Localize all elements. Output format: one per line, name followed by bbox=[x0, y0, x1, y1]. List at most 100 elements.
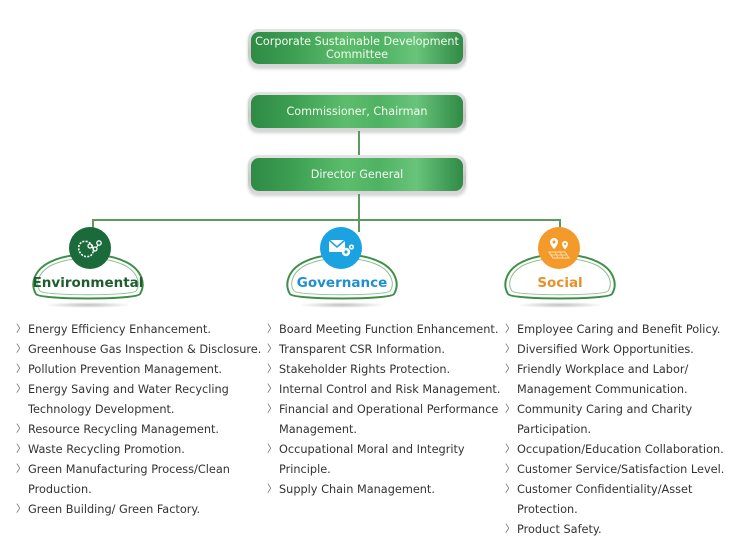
list-item: 〉Employee Caring and Benefit Policy. bbox=[503, 320, 724, 340]
connector-environmental bbox=[92, 219, 94, 231]
list-item-continuation: Protection. bbox=[503, 500, 724, 520]
list-item-text: Protection. bbox=[517, 503, 578, 516]
list-item-continuation: Production. bbox=[14, 480, 261, 500]
chevron-right-icon: 〉 bbox=[16, 444, 26, 455]
list-item-text: Customer Service/Satisfaction Level. bbox=[517, 463, 725, 476]
molecule-leaf-icon bbox=[77, 240, 102, 258]
list-item: 〉Board Meeting Function Enhancement. bbox=[265, 320, 500, 340]
list-item-text: Community Caring and Charity bbox=[517, 403, 693, 416]
list-item: 〉Occupation/Education Collaboration. bbox=[503, 440, 724, 460]
chevron-right-icon: 〉 bbox=[505, 464, 515, 475]
committee-title-line1: Corporate Sustainable Development bbox=[255, 35, 459, 48]
list-item-text: Friendly Workplace and Labor/ bbox=[517, 363, 689, 376]
list-item: 〉Resource Recycling Management. bbox=[14, 420, 261, 440]
commissioner-title: Commissioner, Chairman bbox=[286, 105, 428, 118]
environmental-item-list: 〉Energy Efficiency Enhancement.〉Greenhou… bbox=[14, 320, 261, 520]
chevron-right-icon: 〉 bbox=[16, 464, 26, 475]
list-item: 〉Transparent CSR Information. bbox=[265, 340, 500, 360]
social-icon-circle bbox=[538, 227, 580, 269]
connector-horizontal bbox=[92, 219, 560, 221]
list-item: 〉Community Caring and Charity bbox=[503, 400, 724, 420]
committee-title-line2: Committee bbox=[325, 48, 389, 61]
list-item: 〉Occupational Moral and Integrity bbox=[265, 440, 500, 460]
pillar-environmental: Environmental bbox=[30, 254, 146, 300]
list-item-text: Resource Recycling Management. bbox=[28, 423, 220, 436]
list-item-text: Production. bbox=[28, 483, 92, 496]
chevron-right-icon: 〉 bbox=[16, 424, 26, 435]
list-item: 〉Green Manufacturing Process/Clean bbox=[14, 460, 261, 480]
list-item-text: Participation. bbox=[517, 423, 592, 436]
list-item-text: Waste Recycling Promotion. bbox=[28, 443, 185, 456]
list-item: 〉Friendly Workplace and Labor/ bbox=[503, 360, 724, 380]
list-item: 〉Greenhouse Gas Inspection & Disclosure. bbox=[14, 340, 261, 360]
list-item-text: Transparent CSR Information. bbox=[279, 343, 445, 356]
list-item-continuation: Participation. bbox=[503, 420, 724, 440]
list-item: 〉Green Building/ Green Factory. bbox=[14, 500, 261, 520]
connector-commissioner-director bbox=[358, 131, 360, 155]
chevron-right-icon: 〉 bbox=[16, 324, 26, 335]
director-title: Director General bbox=[310, 168, 404, 181]
social-item-list: 〉Employee Caring and Benefit Policy.〉Div… bbox=[503, 320, 724, 540]
chevron-right-icon: 〉 bbox=[505, 444, 515, 455]
list-item-text: Green Manufacturing Process/Clean bbox=[28, 463, 230, 476]
list-item-text: Stakeholder Rights Protection. bbox=[279, 363, 451, 376]
pillar-social: Social bbox=[502, 254, 618, 300]
list-item-text: Internal Control and Risk Management. bbox=[279, 383, 501, 396]
list-item-text: Customer Confidentiality/Asset bbox=[517, 483, 693, 496]
list-item: 〉Customer Service/Satisfaction Level. bbox=[503, 460, 724, 480]
chevron-right-icon: 〉 bbox=[267, 484, 277, 495]
list-item-text: Pollution Prevention Management. bbox=[28, 363, 222, 376]
connector-social bbox=[559, 219, 561, 231]
list-item-continuation: Principle. bbox=[265, 460, 500, 480]
list-item: 〉Diversified Work Opportunities. bbox=[503, 340, 724, 360]
connector-director-down bbox=[358, 194, 360, 232]
list-item: 〉Energy Efficiency Enhancement. bbox=[14, 320, 261, 340]
list-item: 〉Customer Confidentiality/Asset bbox=[503, 480, 724, 500]
chevron-right-icon: 〉 bbox=[505, 484, 515, 495]
list-item: 〉Energy Saving and Water Recycling bbox=[14, 380, 261, 400]
list-item-text: Supply Chain Management. bbox=[279, 483, 435, 496]
list-item-text: Management. bbox=[279, 423, 358, 436]
list-item-text: Energy Saving and Water Recycling bbox=[28, 383, 229, 396]
list-item: 〉Product Safety. bbox=[503, 520, 724, 540]
chevron-right-icon: 〉 bbox=[16, 384, 26, 395]
chevron-right-icon: 〉 bbox=[267, 344, 277, 355]
chevron-right-icon: 〉 bbox=[505, 364, 515, 375]
list-item: 〉Pollution Prevention Management. bbox=[14, 360, 261, 380]
chevron-right-icon: 〉 bbox=[505, 344, 515, 355]
chevron-right-icon: 〉 bbox=[267, 404, 277, 415]
director-box: Director General bbox=[248, 155, 466, 194]
list-item-text: Energy Efficiency Enhancement. bbox=[28, 323, 211, 336]
chevron-right-icon: 〉 bbox=[16, 504, 26, 515]
pillar-title: Social bbox=[537, 275, 583, 291]
list-item-text: Diversified Work Opportunities. bbox=[517, 343, 694, 356]
chevron-right-icon: 〉 bbox=[267, 384, 277, 395]
list-item: 〉Financial and Operational Performance bbox=[265, 400, 500, 420]
list-item-text: Employee Caring and Benefit Policy. bbox=[517, 323, 721, 336]
list-item-text: Occupation/Education Collaboration. bbox=[517, 443, 724, 456]
chevron-right-icon: 〉 bbox=[505, 404, 515, 415]
list-item-text: Management Communication. bbox=[517, 383, 688, 396]
governance-item-list: 〉Board Meeting Function Enhancement.〉Tra… bbox=[265, 320, 500, 500]
list-item-continuation: Management Communication. bbox=[503, 380, 724, 400]
list-item-text: Occupational Moral and Integrity bbox=[279, 443, 465, 456]
list-item-continuation: Technology Development. bbox=[14, 400, 261, 420]
chevron-right-icon: 〉 bbox=[505, 324, 515, 335]
chevron-right-icon: 〉 bbox=[16, 364, 26, 375]
list-item-continuation: Management. bbox=[265, 420, 500, 440]
governance-icon-circle bbox=[320, 227, 362, 269]
list-item-text: Principle. bbox=[279, 463, 331, 476]
environmental-icon-circle bbox=[69, 227, 111, 269]
list-item-text: Financial and Operational Performance bbox=[279, 403, 499, 416]
mail-gears-icon bbox=[328, 239, 355, 257]
list-item: 〉Internal Control and Risk Management. bbox=[265, 380, 500, 400]
commissioner-box: Commissioner, Chairman bbox=[248, 92, 466, 131]
list-item-text: Greenhouse Gas Inspection & Disclosure. bbox=[28, 343, 262, 356]
list-item: 〉Supply Chain Management. bbox=[265, 480, 500, 500]
pillar-title: Environmental bbox=[32, 275, 144, 291]
list-item: 〉Stakeholder Rights Protection. bbox=[265, 360, 500, 380]
pillow-shadow bbox=[44, 302, 132, 308]
chevron-right-icon: 〉 bbox=[16, 344, 26, 355]
chevron-right-icon: 〉 bbox=[505, 524, 515, 535]
list-item-text: Technology Development. bbox=[28, 403, 175, 416]
